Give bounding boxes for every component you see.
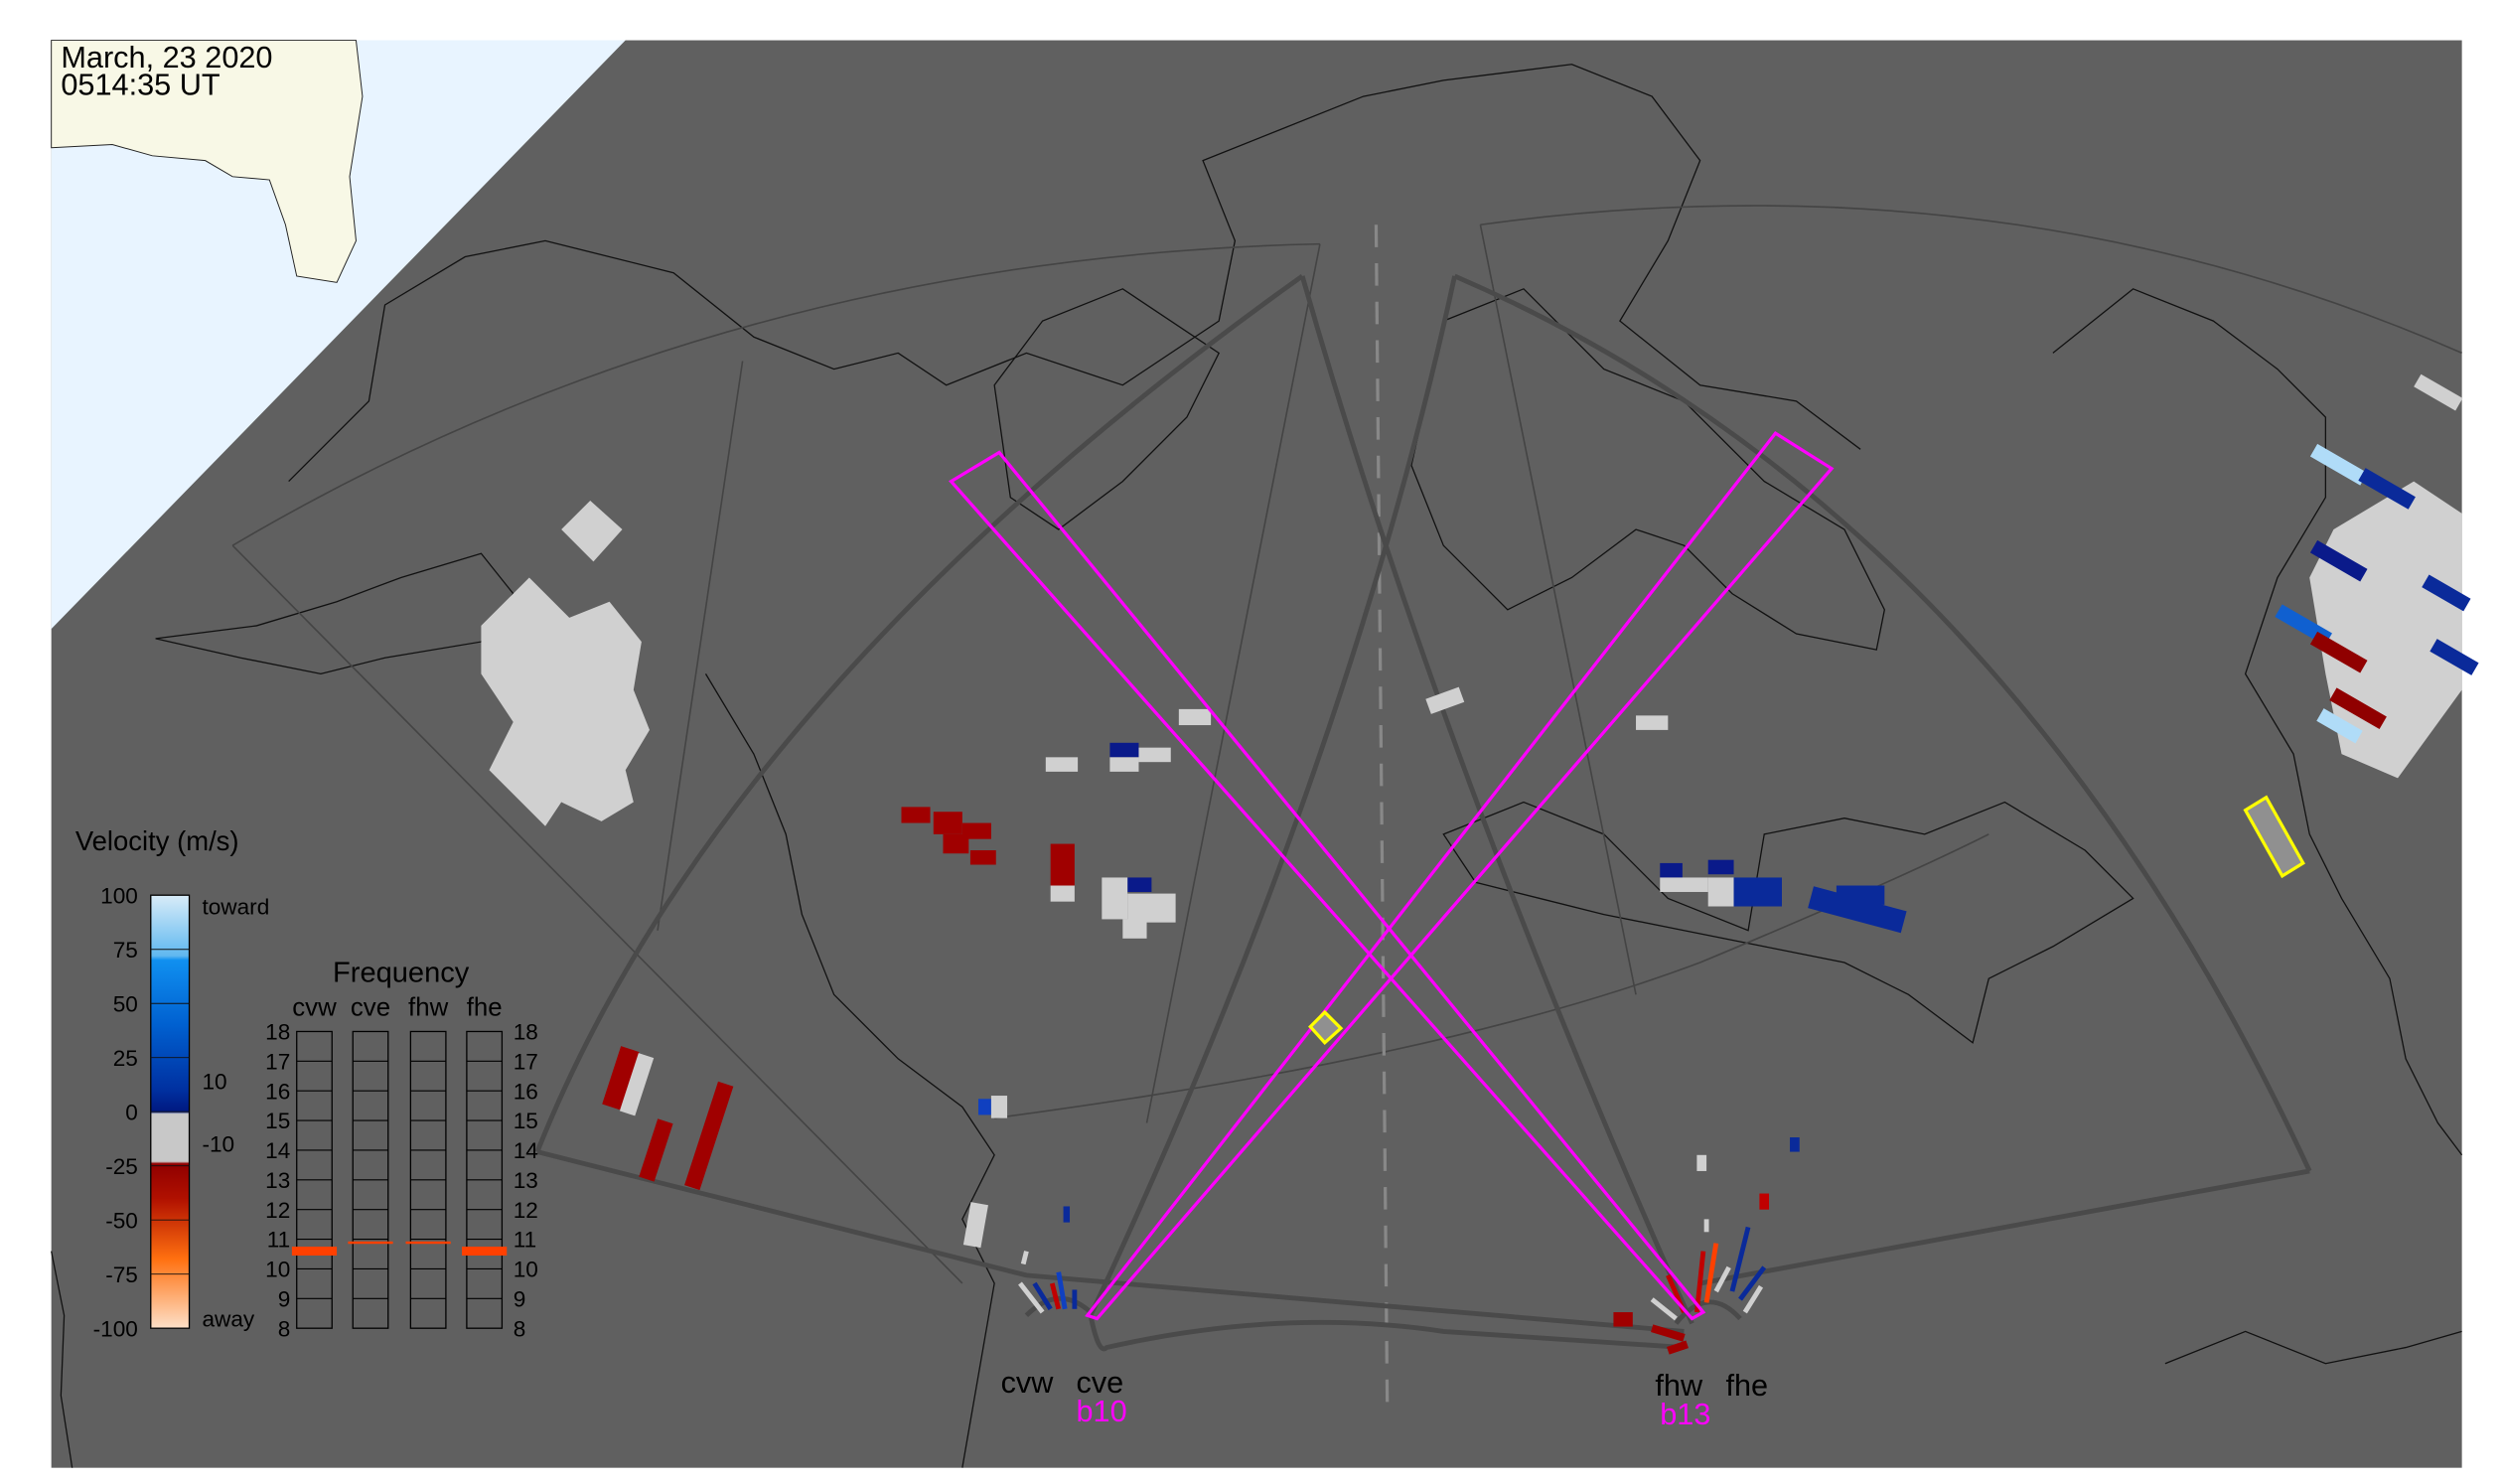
beam-label-fhw: b13 xyxy=(1660,1397,1710,1431)
frequency-marker-fhe xyxy=(462,1247,508,1257)
frequency-marker-cvw xyxy=(291,1247,338,1257)
beam-label-cve: b10 xyxy=(1076,1394,1126,1428)
velocity-tick-label: -75 xyxy=(105,1262,138,1287)
fan-outlines-thick xyxy=(534,273,2312,1352)
landmass-corner xyxy=(51,40,364,283)
away-label: away xyxy=(202,1307,254,1332)
frequency-tick-left: 17 xyxy=(265,1049,290,1074)
velocity-tick-label: -25 xyxy=(105,1154,138,1179)
off-projection-region xyxy=(51,40,626,630)
frequency-radar-label-fhe: fhe xyxy=(467,993,503,1021)
velocity-legend: Velocity (m/s) 100 75 50 25 0 -25 -50 -75 -100 t… xyxy=(75,825,269,1341)
frequency-tick-right: 17 xyxy=(514,1049,538,1074)
selected-beams xyxy=(949,431,1835,1321)
frequency-tick-right: 9 xyxy=(514,1286,526,1311)
frequency-radar-label-fhw: fhw xyxy=(408,993,449,1021)
frequency-tick-left: 10 xyxy=(265,1258,290,1282)
velocity-tick-label: 75 xyxy=(113,938,138,963)
frequency-tick-left: 14 xyxy=(265,1138,290,1163)
toward-label: toward xyxy=(202,895,269,920)
frequency-radar-label-cvw: cvw xyxy=(292,993,337,1021)
frequency-tick-right: 12 xyxy=(514,1198,538,1223)
frequency-tick-left: 16 xyxy=(265,1079,290,1104)
radar-label-cve: cve xyxy=(1076,1365,1123,1400)
frequency-radar-label-cve: cve xyxy=(351,993,390,1021)
velocity-tick-label: 100 xyxy=(100,883,138,908)
frequency-marker-cve xyxy=(348,1241,393,1245)
radar-label-fhe: fhe xyxy=(1725,1368,1768,1403)
frequency-tick-left: 18 xyxy=(265,1020,290,1045)
frequency-tick-right: 18 xyxy=(514,1020,538,1045)
frequency-tick-right: 14 xyxy=(514,1138,538,1163)
frequency-tick-right: 11 xyxy=(514,1228,536,1253)
velocity-tick-label: 0 xyxy=(125,1100,138,1124)
velocity-legend-title: Velocity (m/s) xyxy=(75,825,239,856)
beam-cve-b10 xyxy=(1085,431,1835,1321)
velocity-tick-label: 25 xyxy=(113,1046,138,1071)
frequency-tick-left: 8 xyxy=(278,1316,291,1341)
frequency-tick-left: 11 xyxy=(267,1228,290,1253)
date-label: March, 23 2020 xyxy=(61,40,272,74)
velocity-tick-label: -50 xyxy=(105,1208,138,1233)
radar-label-cvw: cvw xyxy=(1001,1365,1055,1400)
frequency-marker-fhw xyxy=(405,1241,451,1245)
coastlines xyxy=(51,64,2463,1468)
radar-label-fhw: fhw xyxy=(1655,1368,1703,1403)
velocity-cells xyxy=(481,373,2479,1355)
frequency-tick-left: 12 xyxy=(265,1198,290,1223)
frequency-tick-right: 15 xyxy=(514,1109,538,1133)
time-label: 0514:35 UT xyxy=(61,67,221,101)
fan-outlines-thin xyxy=(231,205,2462,1284)
frequency-tick-left: 13 xyxy=(265,1168,290,1193)
velocity-tick-label: -100 xyxy=(93,1316,138,1341)
lower-threshold-label: -10 xyxy=(202,1132,234,1157)
frequency-tick-right: 8 xyxy=(514,1316,526,1341)
frequency-tick-right: 13 xyxy=(514,1168,538,1193)
frequency-title: Frequency xyxy=(333,957,470,988)
frequency-tick-right: 16 xyxy=(514,1079,538,1104)
upper-threshold-label: 10 xyxy=(202,1070,226,1095)
frequency-tick-right: 10 xyxy=(514,1258,538,1282)
frequency-tick-left: 9 xyxy=(278,1286,291,1311)
meridian-dashed-line xyxy=(1374,224,1390,1412)
beam-fhw-b13 xyxy=(949,450,1706,1321)
highlight-boxes xyxy=(1308,795,2305,1046)
velocity-tick-label: 50 xyxy=(113,991,138,1016)
frequency-tick-left: 15 xyxy=(265,1109,290,1133)
